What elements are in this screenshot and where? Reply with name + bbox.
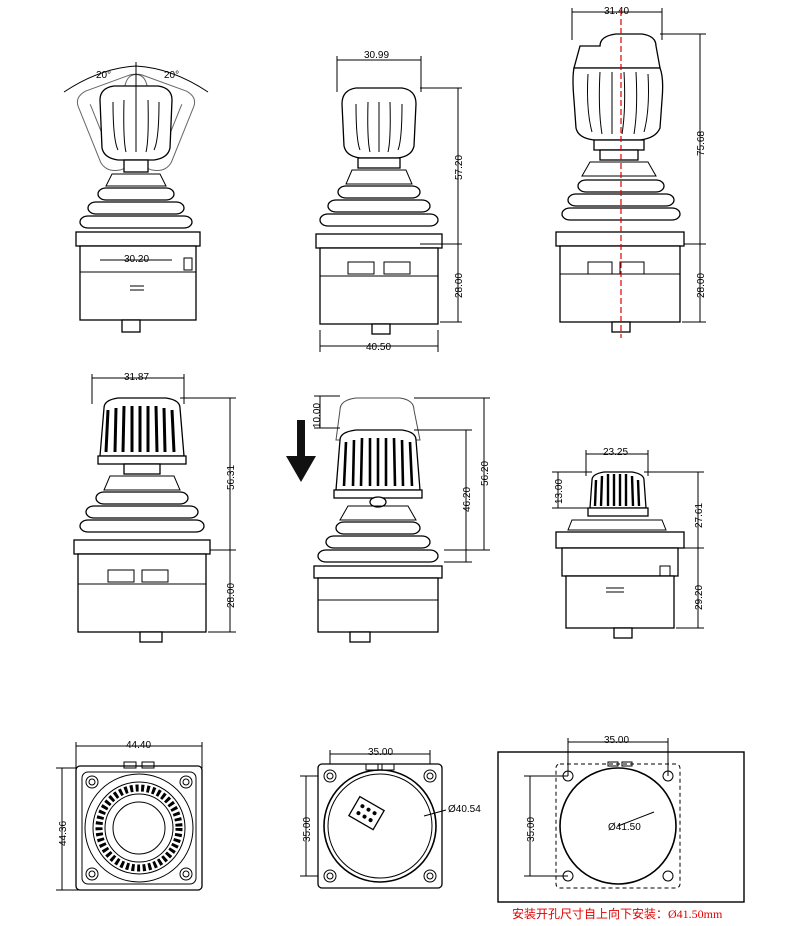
view2-bottom-width-label: 40.50 (366, 342, 391, 353)
view5-height-inner-label: 46.20 (462, 487, 473, 512)
view6-height-lower-label: 29.20 (694, 585, 705, 610)
view9-diameter-label: Ø41.50 (608, 822, 641, 833)
view6-knob-height-label: 13.00 (554, 479, 565, 504)
angle-right-label: 20° (164, 70, 179, 81)
view-push-down: 10.00 46.20 56.20 (286, 395, 491, 643)
connector-icon (347, 795, 386, 831)
mounting-frame (497, 751, 745, 903)
view3-top-width-label: 31.40 (604, 6, 629, 17)
view-side-tall: 31.40 75.68 28.00 (555, 6, 707, 338)
view3-height-lower-label: 28.00 (696, 273, 707, 298)
view4-height-upper-label: 56.31 (226, 465, 237, 490)
view-side-standard: 30.99 57.20 28.00 40.50 (315, 50, 465, 353)
view-ribbed-knob: 31.87 56.31 28.00 (73, 372, 237, 643)
view7-height-label: 44.36 (58, 821, 69, 846)
mounting-note: 安装开孔尺寸自上向下安装：Ø41.50mm (512, 906, 723, 921)
push-down-arrow-icon (286, 420, 316, 482)
view8-diameter-label: Ø40.54 (448, 804, 481, 815)
view1-width-label: 30.20 (124, 254, 149, 265)
view6-height-upper-label: 27.61 (694, 503, 705, 528)
view-short-knob: 23.25 13.00 27.61 29.20 (552, 447, 705, 639)
angle-left-label: 20° (96, 70, 111, 81)
view-top: 44.40 44.36 (56, 740, 203, 891)
view8-width-label: 35.00 (368, 747, 393, 758)
view-tilt: 20° 20° 30.20 (63, 62, 209, 333)
view2-height-lower-label: 28.00 (454, 273, 465, 298)
view-mounting-cutout: 35.00 35.00 Ø41.50 (497, 735, 745, 903)
view6-top-width-label: 23.25 (603, 447, 628, 458)
view2-height-upper-label: 57.20 (454, 155, 465, 180)
view3-height-upper-label: 75.68 (696, 131, 707, 156)
view9-width-label: 35.00 (604, 735, 629, 746)
view-bottom: 35.00 35.00 Ø40.54 (300, 747, 481, 889)
view2-top-width-label: 30.99 (364, 50, 389, 61)
view7-width-label: 44.40 (126, 740, 151, 751)
view9-height-label: 35.00 (526, 817, 537, 842)
view5-height-outer-label: 56.20 (480, 461, 491, 486)
view8-height-label: 35.00 (302, 817, 313, 842)
view4-top-width-label: 31.87 (124, 372, 149, 383)
view4-height-lower-label: 28.00 (226, 583, 237, 608)
view5-travel-label: 10.00 (312, 403, 323, 428)
